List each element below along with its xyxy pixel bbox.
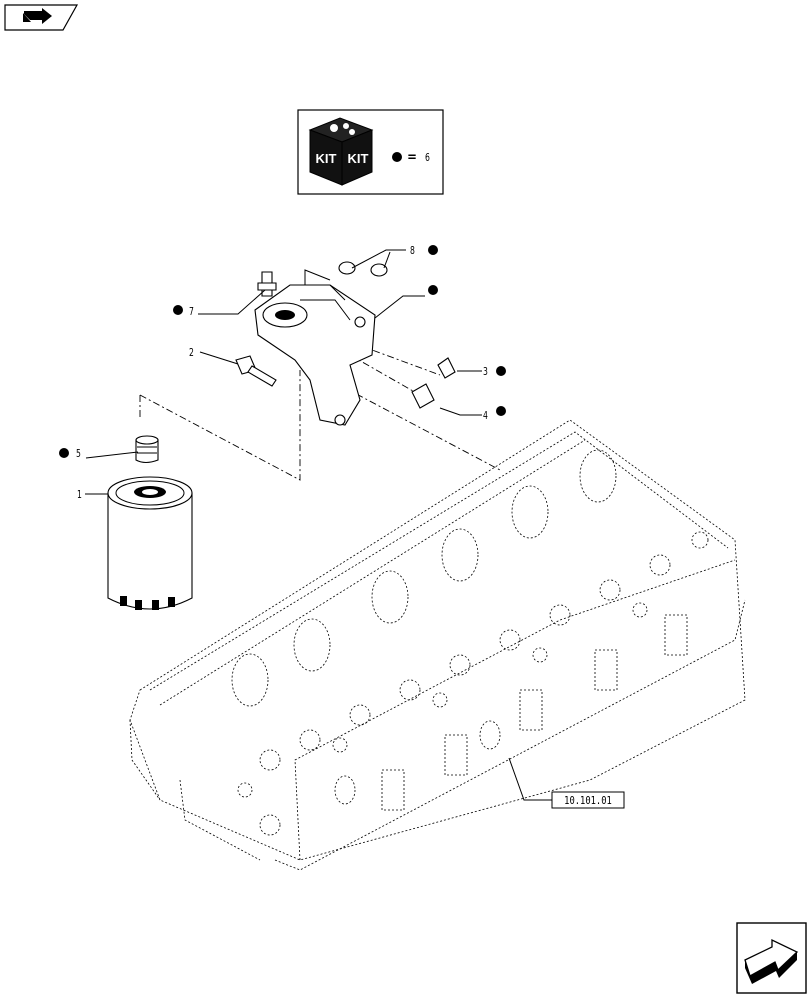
callout-7: 7	[189, 306, 194, 319]
kit-dot-icon	[59, 448, 69, 458]
kit-dot-icon	[428, 285, 438, 295]
plug-large	[411, 383, 435, 409]
kit-number: 6	[425, 152, 430, 165]
filter-head-bracket	[254, 269, 376, 426]
engine-cylinder-head	[129, 419, 746, 871]
kit-dot-icon	[496, 406, 506, 416]
threaded-nipple	[135, 435, 159, 464]
valve-seat-row	[237, 531, 709, 836]
reference-callout[interactable]: 10.101.01	[508, 757, 625, 809]
callout-3: 3	[483, 366, 488, 379]
next-page-arrow-icon[interactable]	[736, 922, 807, 994]
kit-dot-icon	[392, 152, 402, 162]
oil-filter	[107, 476, 193, 610]
kit-dot-icon	[496, 366, 506, 376]
kit-text-right: KIT	[348, 151, 369, 166]
elbow-fitting	[257, 271, 277, 297]
callout-5: 5	[76, 448, 81, 461]
side-ports	[334, 614, 688, 811]
kit-marker-dots	[59, 245, 506, 458]
kit-legend: KIT KIT = 6	[297, 109, 444, 195]
leader-lines	[85, 249, 482, 495]
kit-dot-icon	[173, 305, 183, 315]
kit-box-icon: KIT KIT	[308, 117, 374, 186]
cylinder-port-row	[231, 449, 617, 707]
callout-labels: 1 2 3 4 5 7 8	[76, 245, 488, 502]
screw	[235, 355, 277, 387]
previous-page-arrow-icon[interactable]	[4, 4, 79, 31]
plugs	[338, 261, 388, 277]
plug-small	[437, 357, 456, 379]
kit-equals: =	[407, 150, 417, 165]
kit-text-left: KIT	[316, 151, 337, 166]
kit-dot-icon	[428, 245, 438, 255]
reference-label: 10.101.01	[564, 795, 612, 807]
callout-1: 1	[77, 489, 82, 502]
callout-2: 2	[189, 347, 194, 360]
callout-4: 4	[483, 410, 488, 423]
callout-8: 8	[410, 245, 415, 258]
